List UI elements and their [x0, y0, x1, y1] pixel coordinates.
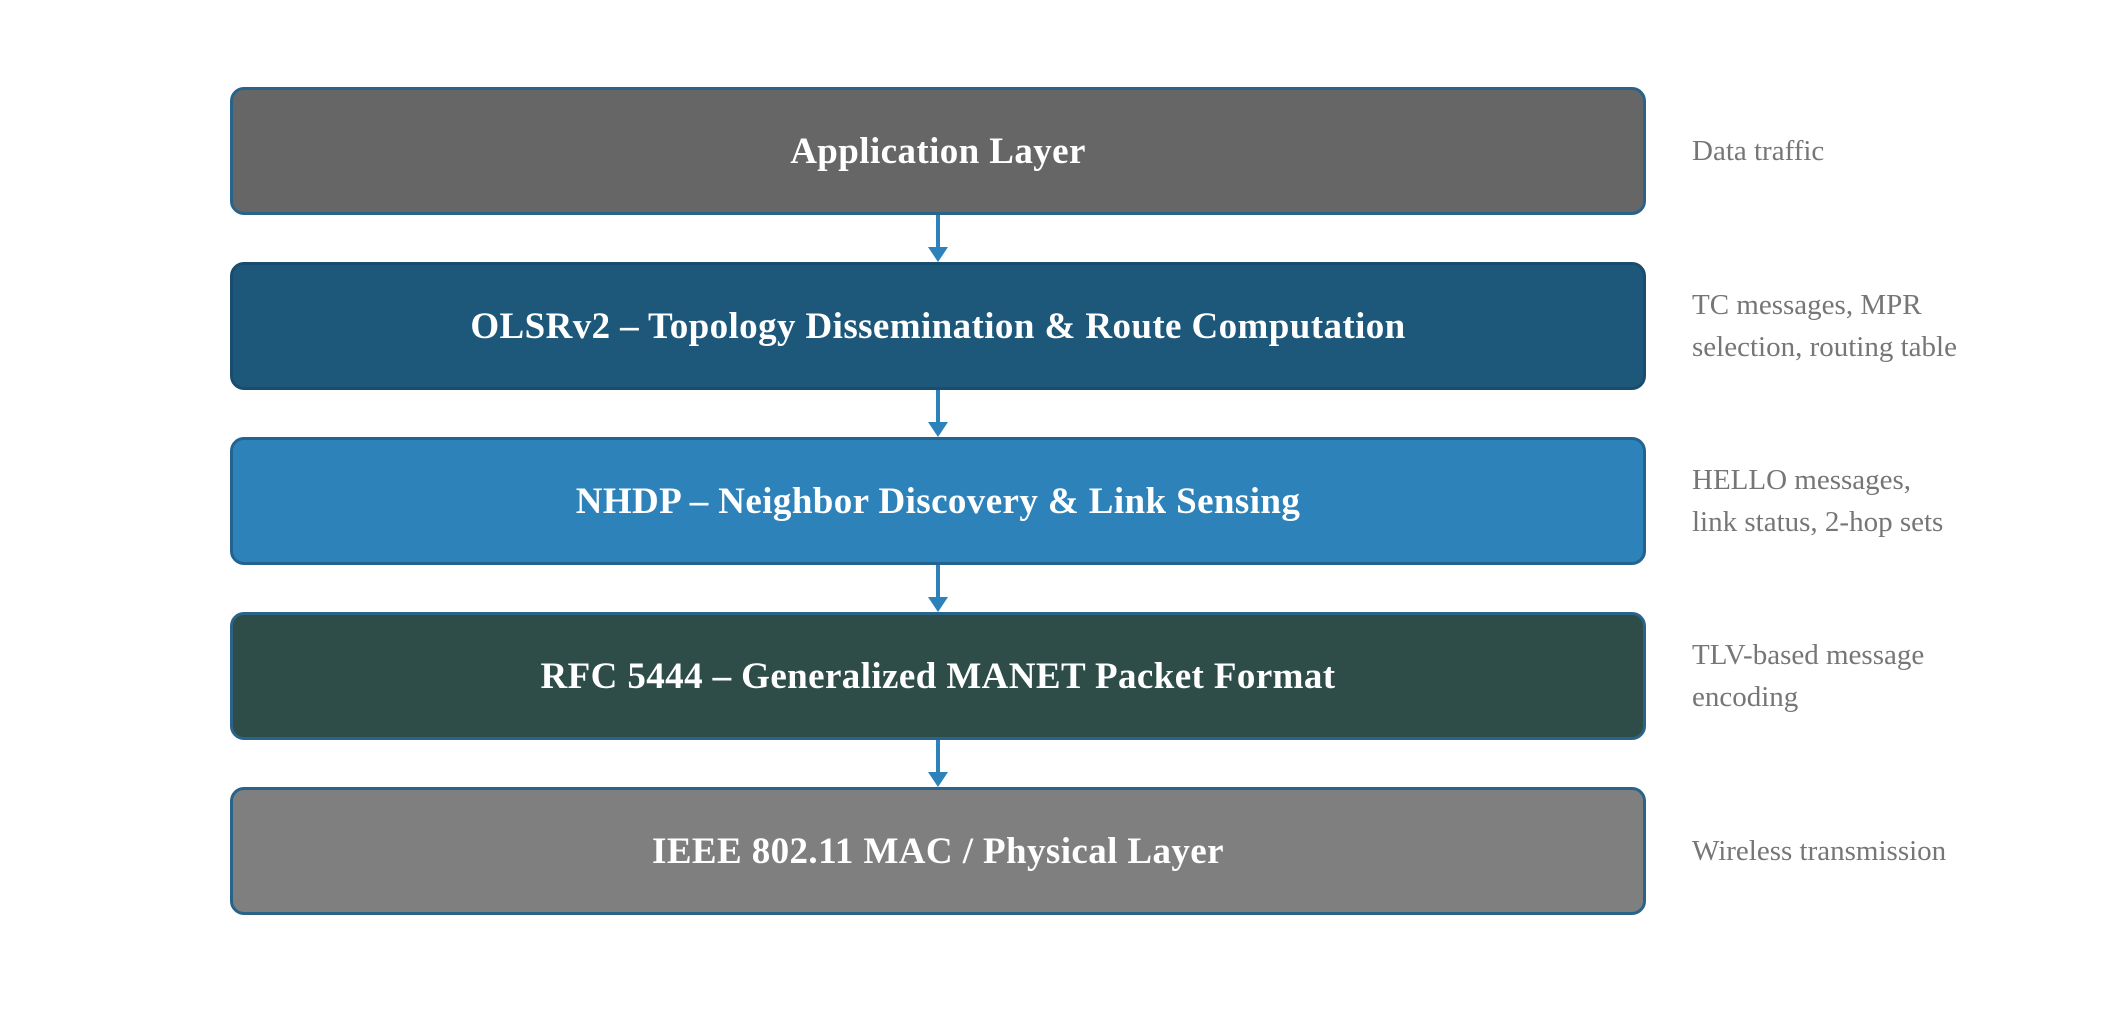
- arrow-shaft: [936, 215, 940, 247]
- layer-label-application: Application Layer: [790, 130, 1086, 172]
- layer-box-rfc5444: RFC 5444 – Generalized MANET Packet Form…: [230, 612, 1646, 740]
- annotation-line: Data traffic: [1692, 135, 1825, 167]
- down-arrow-icon: [928, 565, 948, 612]
- arrow-shaft: [936, 740, 940, 772]
- layer-box-nhdp: NHDP – Neighbor Discovery & Link Sensing: [230, 437, 1646, 565]
- down-arrow-icon: [928, 390, 948, 437]
- annotation-rfc5444: TLV-based message encoding: [1692, 612, 2118, 740]
- layer-label-nhdp: NHDP – Neighbor Discovery & Link Sensing: [575, 480, 1301, 522]
- layer-box-mac-phy: IEEE 802.11 MAC / Physical Layer: [230, 787, 1646, 915]
- annotation-line: HELLO messages,: [1692, 464, 1912, 496]
- annotation-line: TLV-based message: [1692, 639, 1925, 671]
- layer-label-rfc5444: RFC 5444 – Generalized MANET Packet Form…: [540, 655, 1336, 697]
- layer-box-application: Application Layer: [230, 87, 1646, 215]
- layer-box-olsrv2: OLSRv2 – Topology Dissemination & Route …: [230, 262, 1646, 390]
- annotation-line: encoding: [1692, 681, 1799, 713]
- arrow-head: [928, 597, 948, 612]
- annotation-olsrv2: TC messages, MPR selection, routing tabl…: [1692, 262, 2118, 390]
- annotation-line: selection, routing table: [1692, 331, 1957, 363]
- layer-label-mac-phy: IEEE 802.11 MAC / Physical Layer: [652, 830, 1224, 872]
- annotation-line: TC messages, MPR: [1692, 289, 1922, 321]
- arrow-head: [928, 247, 948, 262]
- annotation-line: Wireless transmission: [1692, 835, 1947, 867]
- arrow-shaft: [936, 565, 940, 597]
- arrow-head: [928, 772, 948, 787]
- down-arrow-icon: [928, 215, 948, 262]
- layer-label-olsrv2: OLSRv2 – Topology Dissemination & Route …: [470, 305, 1406, 347]
- arrow-shaft: [936, 390, 940, 422]
- annotation-mac-phy: Wireless transmission: [1692, 787, 2118, 915]
- annotation-line: link status, 2-hop sets: [1692, 506, 1944, 538]
- arrow-head: [928, 422, 948, 437]
- down-arrow-icon: [928, 740, 948, 787]
- annotation-nhdp: HELLO messages, link status, 2-hop sets: [1692, 437, 2118, 565]
- annotation-application: Data traffic: [1692, 87, 2118, 215]
